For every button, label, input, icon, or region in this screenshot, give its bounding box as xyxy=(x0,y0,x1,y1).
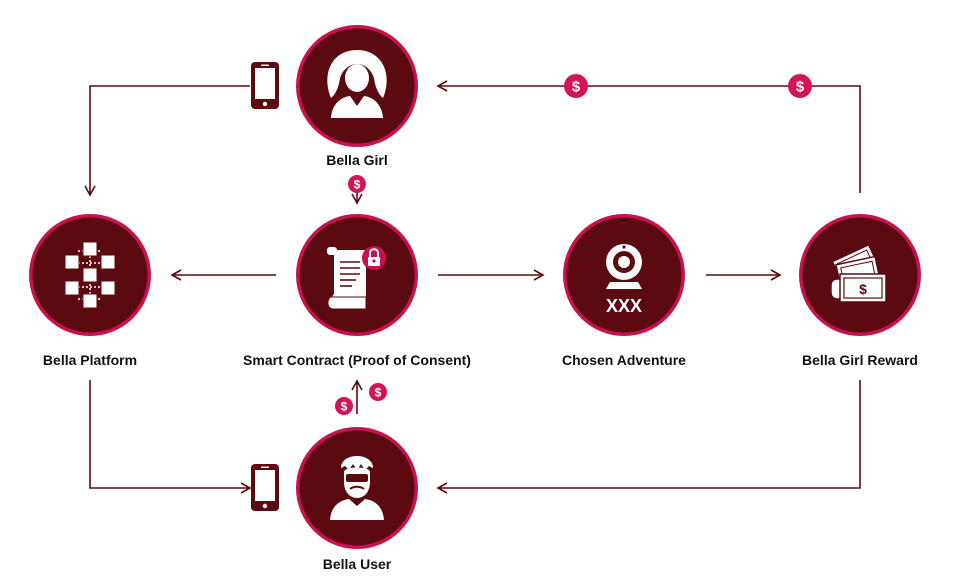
webcam-icon xyxy=(606,244,642,289)
coin-icon: $ xyxy=(788,74,812,98)
svg-text:$: $ xyxy=(354,178,361,192)
connector-girl-to-platform xyxy=(84,85,250,197)
node-bella-girl-reward: $ xyxy=(799,214,921,336)
label-bella-user: Bella User xyxy=(322,556,392,572)
label-bella-platform: Bella Platform xyxy=(42,352,138,368)
money-cash-icon: $ xyxy=(830,243,887,303)
node-bella-platform xyxy=(29,214,151,336)
woman-avatar-icon xyxy=(327,50,387,118)
masked-man-icon xyxy=(330,456,384,520)
adventure-badge-text: XXX xyxy=(606,296,642,316)
coin-icon: $ xyxy=(348,175,366,193)
coin-icon: $ xyxy=(335,397,353,415)
phone-icon xyxy=(251,464,279,511)
svg-text:$: $ xyxy=(572,79,581,96)
coin-icon: $ xyxy=(564,74,588,98)
label-smart-contract: Smart Contract (Proof of Consent) xyxy=(243,352,471,368)
connector-reward-to-user xyxy=(436,380,861,494)
label-chosen-adventure: Chosen Adventure xyxy=(562,352,686,368)
svg-text:$: $ xyxy=(859,281,867,297)
svg-text:$: $ xyxy=(341,400,348,414)
svg-text:$: $ xyxy=(375,386,382,400)
coin-icon: $ xyxy=(369,383,387,401)
phone-icon xyxy=(251,62,279,109)
connector-reward-to-girl xyxy=(436,80,861,193)
blockchain-network-icon xyxy=(64,241,116,309)
node-smart-contract xyxy=(296,214,418,336)
label-bella-girl-reward: Bella Girl Reward xyxy=(802,352,918,368)
label-bella-girl: Bella Girl xyxy=(326,152,388,168)
node-bella-user xyxy=(296,427,418,549)
node-chosen-adventure: XXX xyxy=(563,214,685,336)
contract-scroll-lock-icon xyxy=(327,246,386,310)
node-bella-girl xyxy=(296,25,418,147)
svg-text:$: $ xyxy=(796,79,805,96)
connector-platform-to-user xyxy=(89,380,252,494)
